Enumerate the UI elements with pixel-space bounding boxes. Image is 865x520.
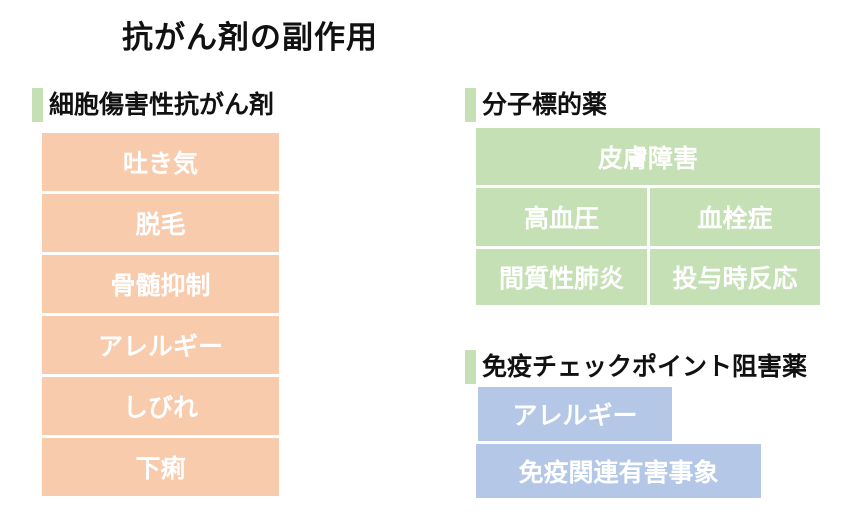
accent-bar bbox=[465, 350, 476, 384]
allergy-box: アレルギー bbox=[42, 316, 279, 374]
interstitial-pneumonia-box: 間質性肺炎 bbox=[476, 249, 647, 305]
infusion-reaction-box: 投与時反応 bbox=[650, 249, 820, 305]
page-title: 抗がん剤の副作用 bbox=[122, 20, 378, 55]
diarrhea-box: 下痢 bbox=[42, 438, 279, 496]
section-immune-header: 免疫チェックポイント阻害薬 bbox=[465, 350, 807, 384]
myelosuppression-box: 骨髄抑制 bbox=[42, 255, 279, 313]
immune-related-ae-box: 免疫関連有害事象 bbox=[476, 444, 761, 498]
hypertension-box: 高血圧 bbox=[476, 188, 647, 246]
section-molecular-header: 分子標的薬 bbox=[465, 88, 607, 122]
nausea-box: 吐き気 bbox=[42, 133, 279, 191]
numbness-box: しびれ bbox=[42, 377, 279, 435]
section-immune-heading: 免疫チェックポイント阻害薬 bbox=[482, 353, 808, 381]
section-cytotoxic-header: 細胞傷害性抗がん剤 bbox=[32, 88, 274, 122]
section-cytotoxic-heading: 細胞傷害性抗がん剤 bbox=[49, 91, 275, 119]
immune-allergy-box: アレルギー bbox=[478, 387, 672, 441]
accent-bar bbox=[465, 88, 476, 122]
skin-disorder-box: 皮膚障害 bbox=[476, 128, 820, 185]
hair-loss-box: 脱毛 bbox=[42, 194, 279, 252]
thrombosis-box: 血栓症 bbox=[650, 188, 820, 246]
accent-bar bbox=[32, 88, 43, 122]
section-molecular-heading: 分子標的薬 bbox=[482, 91, 608, 119]
